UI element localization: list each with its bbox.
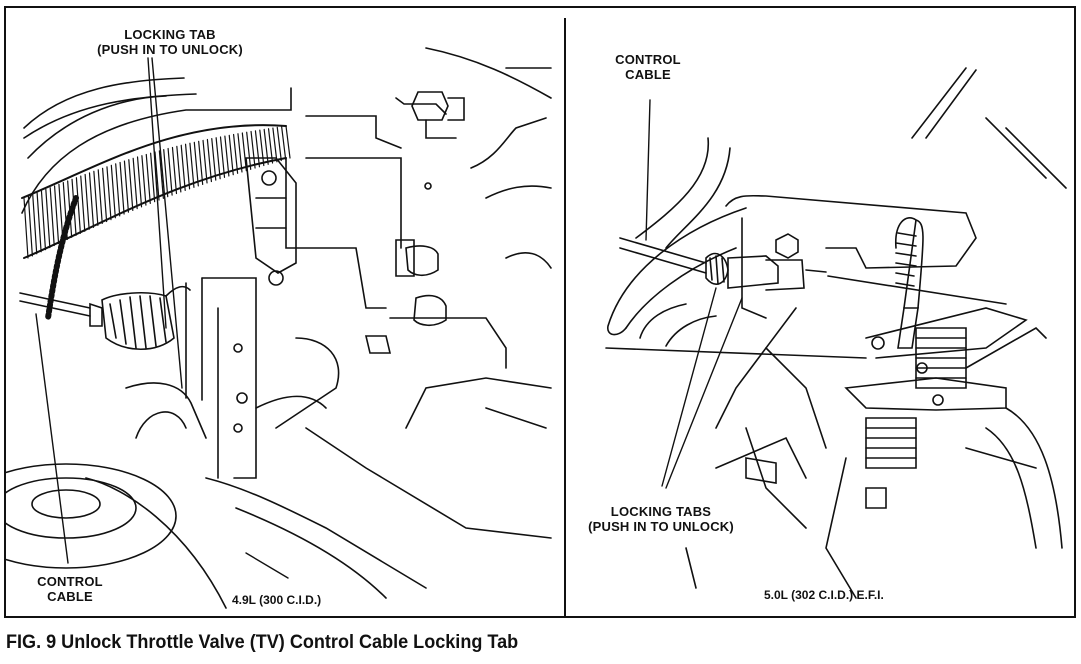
harness-rib [97,169,103,225]
harness-rib [136,156,143,208]
throttle-body [245,47,552,369]
harness-rib [49,187,55,247]
harness-rib [211,138,217,181]
leader-line-control-cable [35,313,69,564]
harness-rib [163,149,169,198]
leader-line-locking-tabs [661,287,717,487]
harness-rib [80,175,86,232]
harness-rib [171,146,178,195]
hand-pushing-tab [125,337,552,599]
harness-rib [32,193,38,255]
callout-control-cable-right: CONTROL CABLE [608,52,688,82]
right-panel-subtitle: 5.0L (302 C.I.D.) E.F.I. [764,588,884,602]
leader-line-locking-tabs [665,297,743,489]
control-cable-left [19,285,191,350]
air-cleaner-ring [6,463,177,569]
harness-rib [75,177,82,234]
control-cable-right [619,237,1007,305]
vacuum-hoses [605,137,867,359]
wire-line [23,77,185,129]
harness-rib [132,157,138,210]
callout-control-cable-line2: CABLE [625,67,671,82]
harness-rib [158,150,164,199]
harness-rib [23,197,29,259]
harness-rib [53,185,60,245]
harness-rib [215,137,221,180]
harness-rib [119,161,125,215]
harness-rib [250,130,256,169]
harness-rib [88,172,95,228]
harness-rib [128,159,134,211]
callout-control-cable-line1: CONTROL [37,574,103,589]
harness-rib [84,173,90,230]
harness-rib [241,132,247,172]
harness-rib [93,170,99,226]
harness-rib [106,166,112,221]
harness-rib [281,126,287,160]
harness-rib [202,139,208,184]
harness-rib [233,133,239,174]
harness-rib [206,138,212,183]
harness-rib [167,147,173,196]
harness-rib [228,134,234,176]
engine-illustration-4-9l [6,47,552,609]
harness-rib [145,153,151,204]
harness-rib [246,131,252,170]
callout-control-cable-line1: CONTROL [615,52,681,67]
harness-rib [115,163,121,217]
callout-locking-tab: LOCKING TAB (PUSH IN TO UNLOCK) [90,27,250,57]
harness-rib [36,192,42,253]
throttle-link-boot [865,67,1067,359]
harness-rib [259,129,265,167]
harness-rib [189,142,195,188]
harness-rib [198,140,204,186]
callout-locking-tabs-line1: LOCKING TABS [610,504,712,519]
harness-rib [254,130,261,168]
callout-control-cable-left: CONTROL CABLE [30,574,110,604]
leader-line-locking-tab [151,57,183,389]
engine-illustration-5-0l [605,67,1067,599]
harness-rib [154,151,160,201]
cable-bracket [725,194,977,319]
harness-rib [184,143,191,190]
harness-rib [193,141,199,187]
harness-rib [176,145,182,193]
callout-locking-tab-line2: (PUSH IN TO UNLOCK) [97,42,243,57]
harness-rib [45,188,51,249]
return-spring [844,327,1047,469]
callout-locking-tabs: LOCKING TABS (PUSH IN TO UNLOCK) [576,504,746,534]
figure-frame [4,6,1076,618]
left-panel-4-9l: LOCKING TAB (PUSH IN TO UNLOCK) CONTROL … [6,8,564,616]
harness-rib [141,155,147,206]
harness-rib [219,136,226,178]
harness-rib [285,125,291,159]
harness-rib [263,128,269,165]
harness-rib [110,164,116,219]
harness-rib [27,195,33,257]
nut [411,91,449,121]
harness-rib [101,167,108,223]
leader-line-subtitle [245,552,289,579]
harness-rib [276,126,282,162]
callout-control-cable-line2: CABLE [47,589,93,604]
bolt [775,233,799,259]
harness-rib [272,127,278,163]
right-panel-5-0l: CONTROL CABLE LOCKING TABS (PUSH IN TO U… [566,8,1074,616]
harness-rib [180,144,186,191]
intake-body [685,307,1063,599]
callout-locking-tab-line1: LOCKING TAB [124,27,216,42]
bead-chain [45,195,79,321]
figure-caption: FIG. 9 Unlock Throttle Valve (TV) Contro… [6,632,519,653]
leader-line-control-cable [645,99,651,241]
harness-rib [237,133,243,173]
callout-locking-tabs-line2: (PUSH IN TO UNLOCK) [588,519,734,534]
leader-line-locking-tab [147,57,167,329]
harness-rib [123,160,130,213]
harness-rib [224,135,230,177]
left-panel-subtitle: 4.9L (300 C.I.D.) [232,593,322,607]
harness-rib [150,152,156,203]
harness-rib [40,190,47,251]
locking-tab-bracket [185,277,257,479]
panel-divider [564,18,566,616]
